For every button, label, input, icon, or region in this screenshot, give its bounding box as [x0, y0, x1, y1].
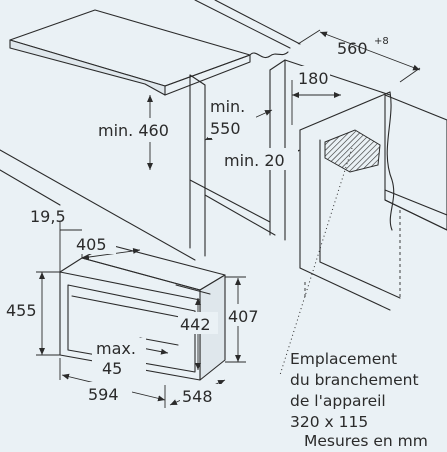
niche-structure — [269, 59, 447, 311]
note-connection-line2: du branchement — [290, 371, 419, 389]
label-min-550-line2: 550 — [210, 119, 241, 138]
label-594: 594 — [88, 385, 119, 404]
label-max-45-line2: 45 — [102, 359, 122, 378]
label-min-460: min. 460 — [98, 121, 169, 140]
label-407: 407 — [228, 307, 259, 326]
cabinet-outline-lines — [0, 0, 301, 261]
note-units: Mesures en mm — [304, 432, 428, 450]
label-19-5: 19,5 — [30, 207, 66, 226]
note-connection-line3: de l'appareil — [290, 392, 386, 410]
note-connection-line4: 320 x 115 — [290, 413, 368, 431]
label-548: 548 — [182, 387, 213, 406]
label-niche-width-tolerance: +8 — [374, 36, 389, 47]
label-min-20: min. 20 — [224, 151, 285, 170]
note-connection-line1: Emplacement — [290, 350, 397, 368]
countertop — [9, 9, 289, 96]
label-455: 455 — [6, 301, 37, 320]
connection-area-hatch — [324, 129, 381, 173]
label-niche-width: 560 — [337, 39, 368, 58]
label-depth-180: 180 — [298, 69, 329, 88]
connection-leader-dotted — [279, 147, 353, 376]
label-max-45-line1: max. — [96, 339, 136, 358]
label-442: 442 — [180, 315, 211, 334]
label-405: 405 — [76, 235, 107, 254]
label-min-550-line1: min. — [210, 97, 245, 116]
